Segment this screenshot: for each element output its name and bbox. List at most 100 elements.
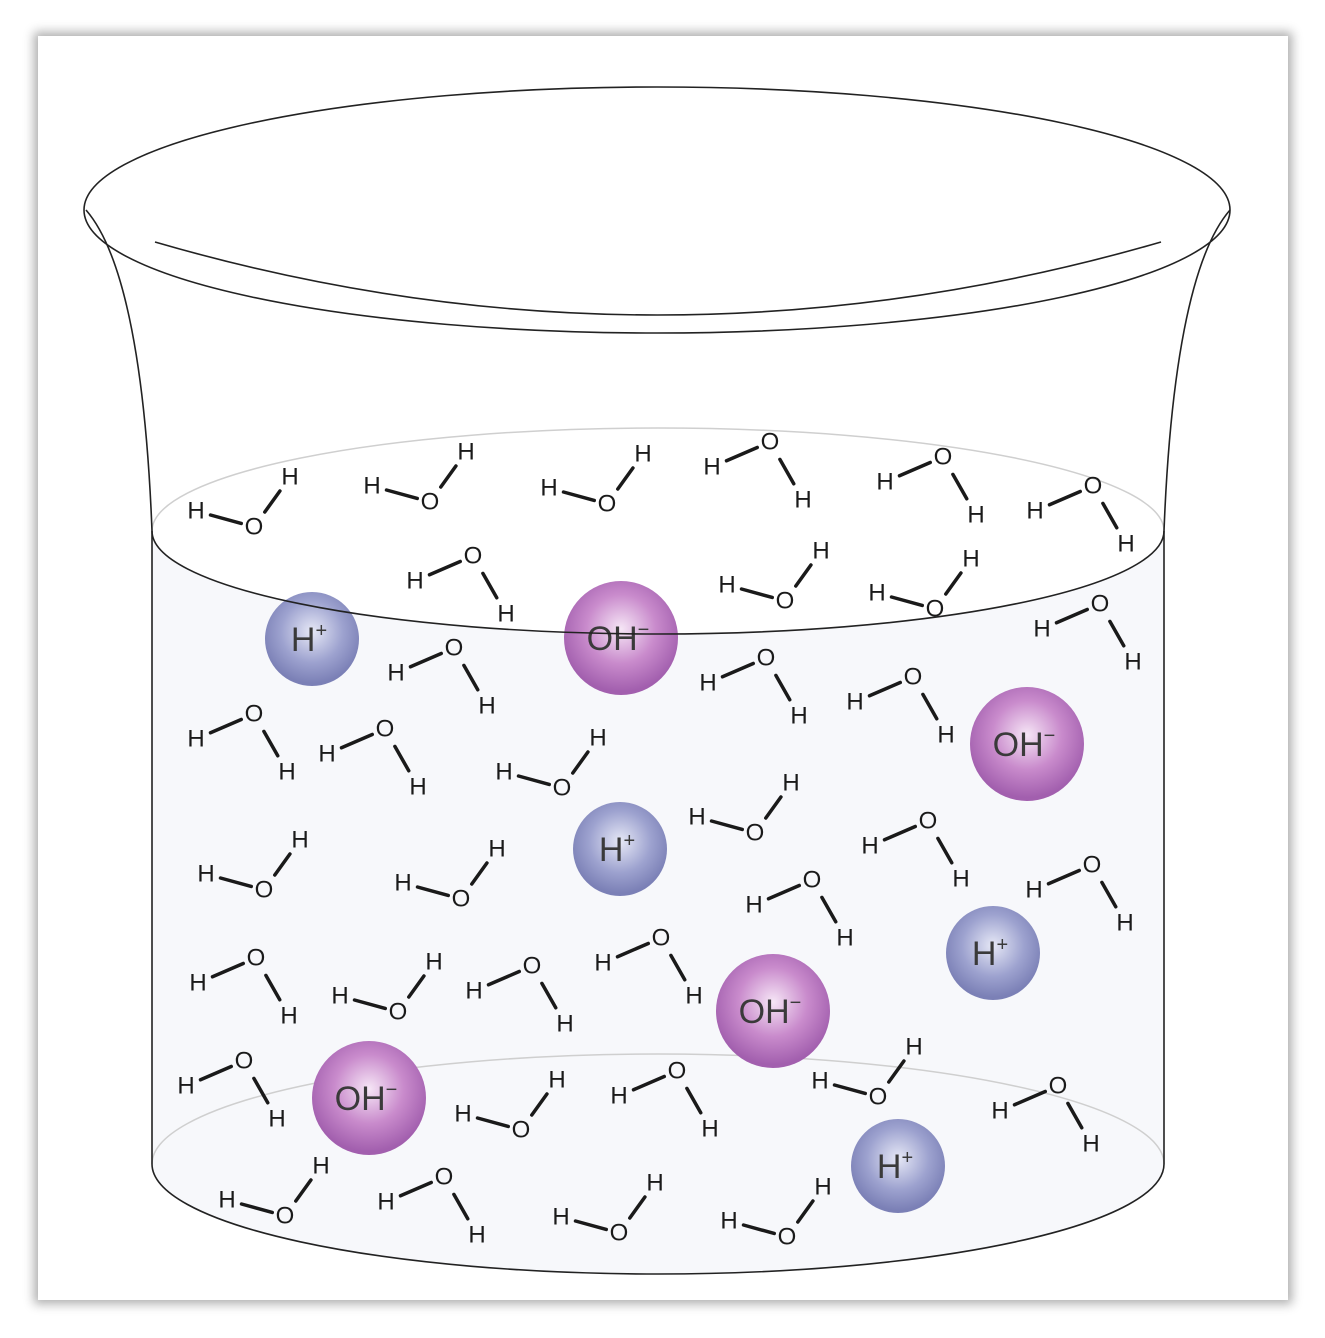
water-molecule: HHO <box>699 645 807 730</box>
water-molecule: HHO <box>745 867 853 952</box>
oxygen-atom-label: O <box>1049 1073 1068 1100</box>
oxygen-atom-label: O <box>904 664 923 691</box>
hydrogen-atom-label: H <box>278 759 295 786</box>
oxygen-atom-label: O <box>803 867 822 894</box>
bond <box>263 489 282 514</box>
h-plus-sphere <box>851 1119 945 1213</box>
bond <box>882 824 917 842</box>
hydrogen-atom-label: H <box>409 774 426 801</box>
oxygen-atom-label: O <box>869 1084 888 1111</box>
water-surface-front <box>151 530 1165 635</box>
hydrogen-atom-label: H <box>394 870 411 897</box>
hydrogen-atom-label: H <box>794 487 811 514</box>
hydrogen-atom-label: H <box>363 473 380 500</box>
bond <box>1066 1101 1084 1130</box>
oh-minus-sphere <box>564 581 678 695</box>
water-molecule: HHO <box>703 429 811 514</box>
oxygen-atom-label: O <box>919 808 938 835</box>
beaker-left-wall <box>85 209 153 1164</box>
oxygen-atom-label: O <box>1091 591 1110 618</box>
bond <box>616 466 635 491</box>
hydrogen-atom-label: H <box>377 1189 394 1216</box>
bond <box>1012 1089 1047 1107</box>
bond <box>540 981 558 1010</box>
bond <box>264 973 282 1002</box>
water-molecule: HHO <box>331 949 442 1026</box>
bond <box>208 717 243 735</box>
oxygen-atom-label: O <box>668 1058 687 1085</box>
hydrogen-atom-label: H <box>718 572 735 599</box>
bond <box>210 961 245 979</box>
oxygen-atom-label: O <box>512 1117 531 1144</box>
oh-minus-ion: OH− <box>716 954 830 1068</box>
oxygen-atom-label: O <box>926 596 945 623</box>
bond <box>481 571 499 600</box>
bond <box>1046 868 1081 886</box>
bond <box>820 895 838 924</box>
bond <box>889 595 924 608</box>
h-plus-ion: H+ <box>573 802 667 896</box>
hydrogen-atom-label: H <box>540 475 557 502</box>
water-molecule: HHO <box>610 1058 718 1143</box>
bond <box>724 445 759 463</box>
hydrogen-atom-label: H <box>312 1153 329 1180</box>
water-molecule: HHO <box>187 464 298 541</box>
hydrogen-atom-label: H <box>387 660 404 687</box>
hydrogen-atom-label: H <box>218 1187 235 1214</box>
oxygen-atom-label: O <box>247 945 266 972</box>
oxygen-atom-label: O <box>610 1220 629 1247</box>
h-plus-ion: H+ <box>946 906 1040 1000</box>
hydrogen-atom-label: H <box>610 1083 627 1110</box>
oxygen-atom-label: O <box>746 820 765 847</box>
hydrogen-atom-label: H <box>495 759 512 786</box>
oxygen-atom-label: O <box>598 491 617 518</box>
water-molecule: HHO <box>540 441 651 518</box>
bond <box>398 1180 433 1198</box>
bond <box>407 974 426 999</box>
water-molecule: HHO <box>811 1034 922 1111</box>
bond <box>393 744 411 773</box>
hydrogen-atom-label: H <box>846 689 863 716</box>
hydrogen-atom-label: H <box>189 970 206 997</box>
water-molecule: HHO <box>465 953 573 1038</box>
hydrogen-atom-label: H <box>552 1204 569 1231</box>
hydrogen-atom-label: H <box>699 670 716 697</box>
hydrogen-atom-label: H <box>962 546 979 573</box>
bond <box>936 836 954 865</box>
bond <box>352 998 387 1011</box>
hydrogen-atom-label: H <box>281 464 298 491</box>
water-molecule: HHO <box>876 444 984 529</box>
hydrogen-atom-label: H <box>1117 531 1134 558</box>
hydrogen-atom-label: H <box>836 925 853 952</box>
h-plus-sphere <box>946 906 1040 1000</box>
hydrogen-atom-label: H <box>790 703 807 730</box>
hydrogen-atom-label: H <box>646 1170 663 1197</box>
hydrogen-atom-label: H <box>1033 616 1050 643</box>
bond <box>273 852 292 877</box>
oxygen-atom-label: O <box>276 1203 295 1230</box>
bond <box>561 490 596 503</box>
bond <box>1100 880 1118 909</box>
hydrogen-atom-label: H <box>589 725 606 752</box>
hydrogen-atom-label: H <box>967 502 984 529</box>
bond <box>1108 619 1126 648</box>
oxygen-atom-label: O <box>553 775 572 802</box>
water-molecule: HHO <box>594 925 702 1010</box>
oh-minus-sphere <box>970 687 1084 801</box>
hydrogen-atom-label: H <box>318 741 335 768</box>
bond <box>832 1083 867 1096</box>
hydrogen-atom-label: H <box>937 722 954 749</box>
oxygen-atom-label: O <box>1083 852 1102 879</box>
oxygen-atom-label: O <box>255 877 274 904</box>
bond <box>720 661 755 679</box>
hydrogen-atom-label: H <box>868 580 885 607</box>
beaker-rim <box>83 86 1231 334</box>
hydrogen-atom-label: H <box>331 983 348 1010</box>
hydrogen-atom-label: H <box>187 498 204 525</box>
bond <box>764 795 783 820</box>
water-molecule: HHO <box>363 439 474 516</box>
oxygen-atom-label: O <box>761 429 780 456</box>
hydrogen-atom-label: H <box>688 804 705 831</box>
water-molecule: HHO <box>189 945 297 1030</box>
